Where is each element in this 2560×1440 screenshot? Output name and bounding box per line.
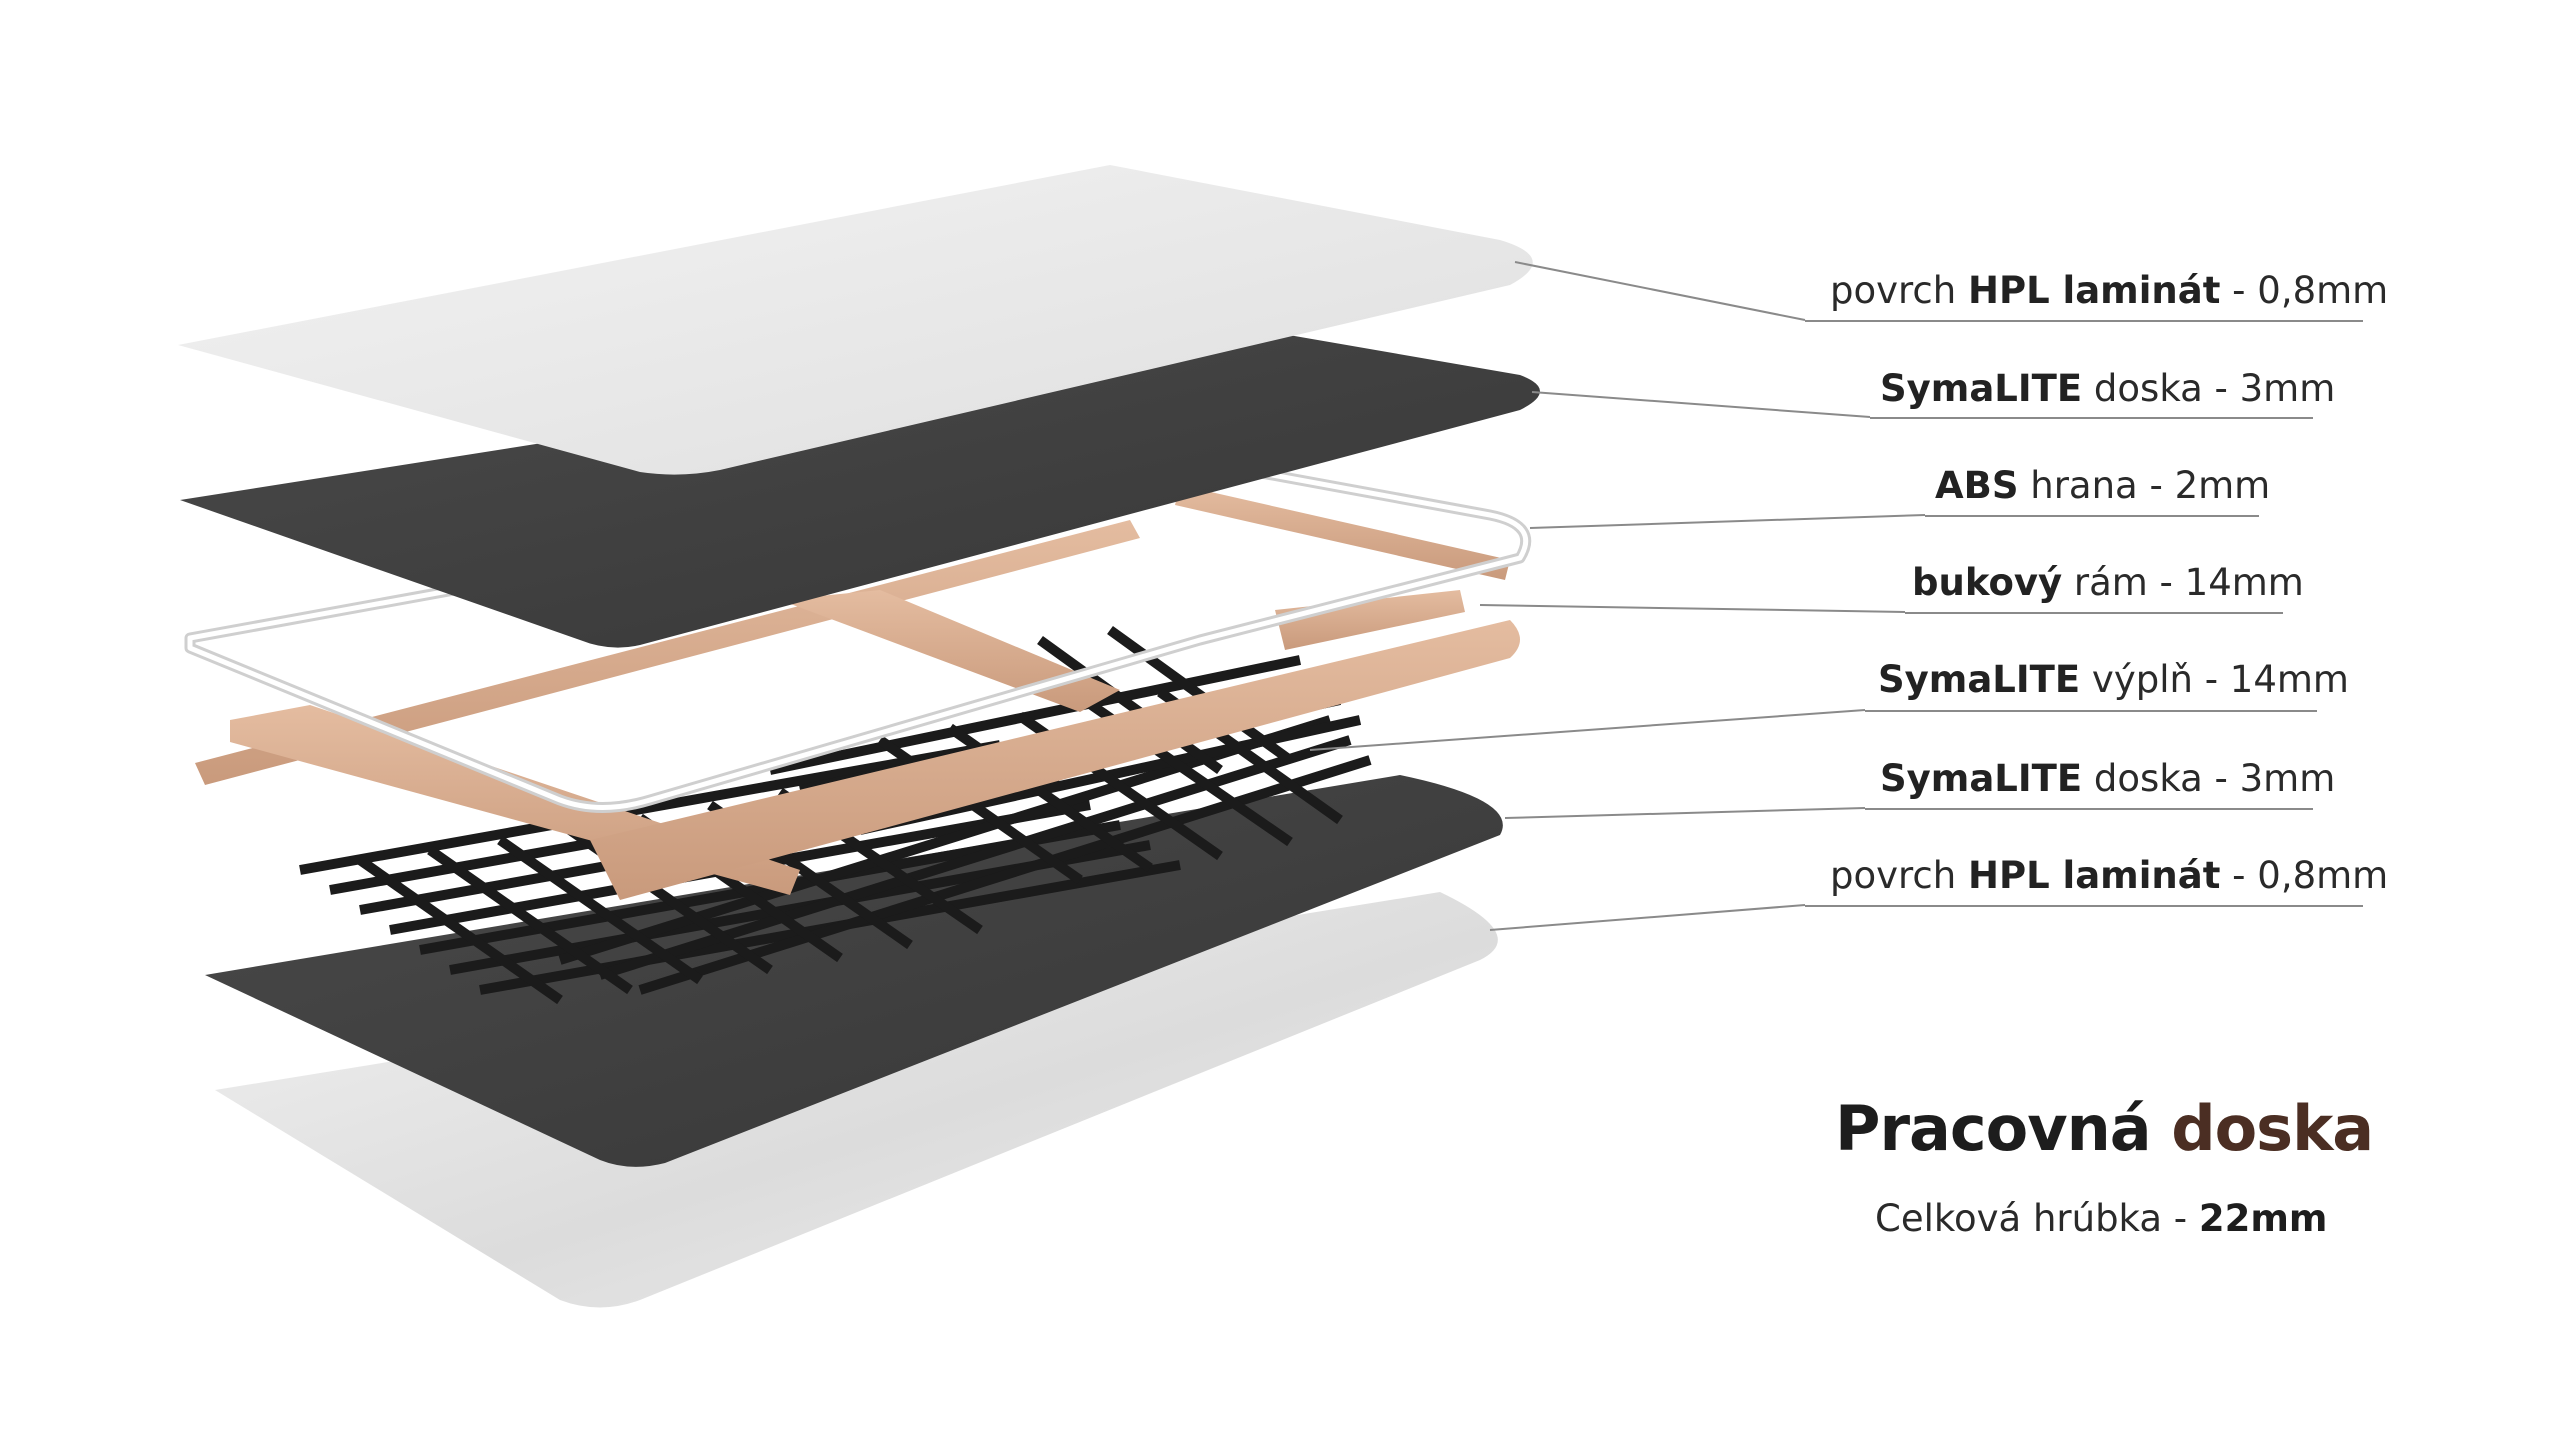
top-hpl-laminate xyxy=(178,165,1533,475)
layer-label-2: SymaLITE doska - 3mm xyxy=(1880,367,2336,410)
layer-label-7: povrch HPL laminát - 0,8mm xyxy=(1830,854,2389,897)
honeycomb-filler xyxy=(299,625,1372,1005)
layer-label-4: bukový rám - 14mm xyxy=(1912,561,2304,604)
layer-underline-7 xyxy=(1805,905,2363,907)
layer-underline-5 xyxy=(1865,710,2317,712)
layer-label-3: ABS hrana - 2mm xyxy=(1935,464,2271,507)
layer-underline-4 xyxy=(1905,612,2283,614)
leader-lines xyxy=(1309,261,1926,931)
layer-label-6: SymaLITE doska - 3mm xyxy=(1880,757,2336,800)
layer-label-1: povrch HPL laminát - 0,8mm xyxy=(1830,269,2389,312)
layer-underline-1 xyxy=(1805,320,2363,322)
layer-underline-3 xyxy=(1925,515,2259,517)
beech-frame xyxy=(195,485,1520,900)
product-title: Pracovná doska xyxy=(1835,1098,2374,1160)
layer-underline-2 xyxy=(1870,417,2313,419)
total-thickness: Celková hrúbka - 22mm xyxy=(1875,1197,2328,1240)
bottom-symalite-board xyxy=(205,775,1503,1167)
title-word-1: Pracovná xyxy=(1835,1092,2152,1165)
top-symalite-board xyxy=(180,330,1540,648)
title-word-2: doska xyxy=(2171,1092,2374,1165)
layer-underline-6 xyxy=(1865,808,2313,810)
bottom-hpl-laminate xyxy=(215,892,1498,1308)
layer-label-5: SymaLITE výplň - 14mm xyxy=(1878,658,2349,701)
